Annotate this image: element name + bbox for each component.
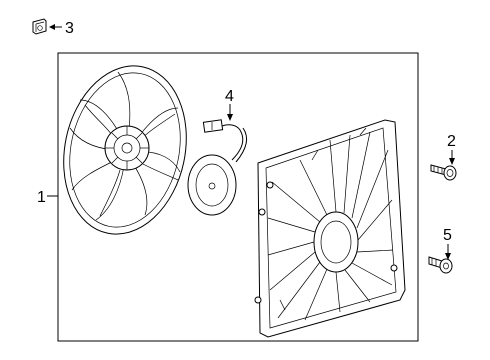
callout-2-arrow	[449, 158, 455, 165]
callout-1-label: 1	[37, 189, 46, 206]
callout-5-label: 5	[443, 227, 452, 244]
callout-3-label: 3	[65, 20, 74, 37]
callout-4-label: 4	[225, 88, 234, 105]
callout-2-label: 2	[447, 133, 456, 150]
callout-5-arrow	[445, 253, 451, 260]
fan-motor-part	[187, 119, 247, 216]
bolt-5-part	[428, 256, 453, 274]
callout-3-arrow	[49, 24, 55, 30]
bolt-2-part	[430, 164, 457, 181]
fan-blade	[63, 65, 187, 235]
fan-shroud	[254, 119, 406, 338]
assembly-box	[57, 52, 419, 342]
clip-nut-part	[32, 18, 47, 35]
callout-4-arrow	[227, 114, 233, 121]
